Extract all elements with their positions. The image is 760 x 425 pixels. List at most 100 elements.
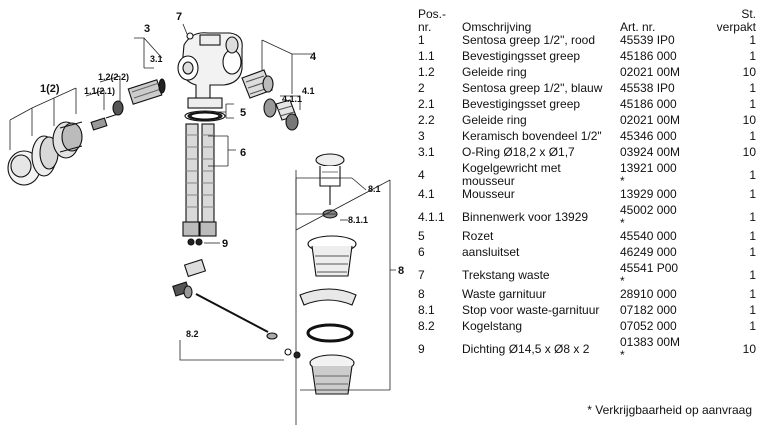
cell-desc: Geleide ring (462, 113, 527, 127)
cell-pos: 8 (418, 287, 425, 301)
cell-art: 45002 000 * (620, 203, 677, 230)
cell-desc: aansluitset (462, 245, 520, 259)
cell-qty: 1 (749, 81, 756, 95)
cell-pos: 1.2 (418, 65, 435, 79)
rod-connector (172, 258, 207, 299)
cell-desc: Sentosa greep 1/2", blauw (462, 81, 603, 95)
cell-art: 45346 000 (620, 129, 677, 143)
header-pos: Pos.- nr. (418, 8, 462, 34)
cell-desc: Mousseur (462, 187, 515, 201)
label-4-1: 4.1 (302, 86, 315, 96)
label-6: 6 (240, 147, 246, 159)
cell-qty: 1 (749, 245, 756, 259)
cell-qty: 1 (749, 97, 756, 111)
cell-pos: 6 (418, 245, 425, 259)
cell-pos: 2.1 (418, 97, 435, 111)
cell-qty: 10 (742, 145, 756, 159)
parts-table: Pos.- nr. Omschrijving Art. nr. St. verp… (418, 8, 756, 362)
header-qty: St. verpakt (714, 8, 756, 34)
cell-desc: Sentosa greep 1/2", rood (462, 33, 596, 47)
cell-qty: 1 (749, 33, 756, 47)
cell-qty: 1 (749, 319, 756, 333)
sealing-rings (187, 238, 203, 246)
cell-qty: 1 (749, 267, 756, 282)
cell-qty: 1 (749, 129, 756, 143)
cell-art: 07052 000 (620, 319, 677, 333)
cell-pos: 5 (418, 229, 425, 243)
table-row: 2.2 Geleide ring 02021 00M 10 (418, 114, 756, 130)
cell-qty: 1 (749, 187, 756, 201)
cell-pos: 4.1 (418, 187, 435, 201)
cell-art: 28910 000 (620, 287, 677, 301)
cell-qty: 1 (749, 209, 756, 224)
cell-pos: 2.2 (418, 113, 435, 127)
fixing-screw (90, 113, 119, 131)
cell-desc: Bevestigingsset greep (462, 49, 581, 63)
cell-art: 13929 000 (620, 187, 677, 201)
ceramic-cartridge (127, 79, 165, 105)
cell-qty: 10 (742, 65, 756, 79)
label-9: 9 (222, 238, 228, 250)
header-desc-text: Omschrijving (462, 20, 532, 34)
rosette (184, 97, 226, 122)
cell-qty: 1 (749, 287, 756, 301)
header-qty-text: St. verpakt (716, 7, 756, 34)
connection-hoses (182, 123, 217, 237)
table-row: 1.1 Bevestigingsset greep 45186 000 1 (418, 50, 756, 66)
cell-desc: Keramisch bovendeel 1/2" (462, 129, 602, 143)
cell-qty: 10 (742, 341, 756, 356)
label-3-1: 3.1 (150, 54, 163, 64)
ball-joint (241, 69, 274, 99)
table-row: 1.2 Geleide ring 02021 00M 10 (418, 66, 756, 82)
guide-ring (112, 100, 124, 116)
cell-art: 02021 00M (620, 113, 681, 127)
cell-art: 45539 IP0 (620, 33, 675, 47)
waste-stopper (315, 153, 345, 219)
label-7: 7 (176, 11, 182, 23)
label-8-2: 8.2 (186, 329, 199, 339)
cell-art: 13921 000 * (620, 161, 677, 188)
pull-rod-knob (186, 32, 194, 40)
cell-qty: 10 (742, 113, 756, 127)
cell-art: 45186 000 (620, 49, 677, 63)
cell-art: 45540 000 (620, 229, 677, 243)
label-4-1-1: 4.1.1 (282, 94, 302, 104)
cell-desc: Waste garnituur (462, 287, 547, 301)
cell-desc: Dichting Ø14,5 x Ø8 x 2 (462, 341, 590, 356)
table-header-row: Pos.- nr. Omschrijving Art. nr. St. verp… (418, 8, 756, 34)
cell-qty: 1 (749, 49, 756, 63)
cell-art: 45541 P00 * (620, 261, 679, 288)
cell-desc: Binnenwerk voor 13929 (462, 209, 589, 224)
cell-desc: O-Ring Ø18,2 x Ø1,7 (462, 145, 575, 159)
label-1: 1(2) (40, 83, 60, 95)
header-pos-text: Pos.- nr. (418, 7, 447, 34)
footnote: * Verkrijgbaarheid op aanvraag (587, 403, 752, 417)
label-3: 3 (144, 23, 150, 35)
cell-art: 02021 00M (620, 65, 681, 79)
table-row: 4.1 Mousseur 13929 000 1 (418, 188, 756, 204)
cell-pos: 2 (418, 81, 425, 95)
cell-pos: 1.1 (418, 49, 435, 63)
cell-pos: 8.2 (418, 319, 435, 333)
label-5: 5 (240, 107, 246, 119)
cell-qty: 1 (749, 167, 756, 182)
cell-desc: Rozet (462, 229, 494, 243)
cell-art: 07182 000 (620, 303, 677, 317)
cell-desc: Kogelgewricht met mousseur (462, 161, 561, 188)
header-desc: Omschrijving (462, 8, 620, 34)
valve-body (177, 32, 243, 104)
cell-desc: Geleide ring (462, 65, 527, 79)
label-8: 8 (398, 265, 404, 277)
cell-art: 45186 000 (620, 97, 677, 111)
